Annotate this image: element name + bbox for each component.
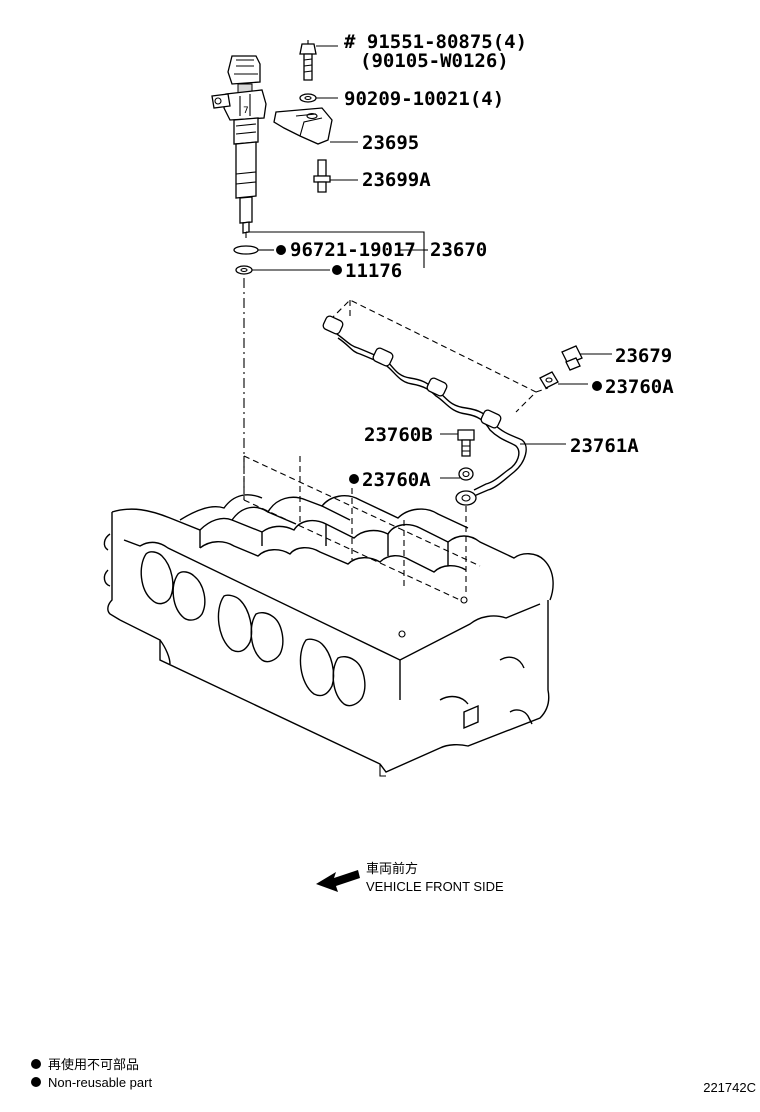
cylinder-head-illustration (103, 455, 554, 777)
part-label-23760a-mid: 23760A (362, 469, 431, 491)
svg-text:7: 7 (243, 106, 249, 116)
part-label-23760b: 23760B (364, 424, 433, 446)
part-label-90209: 90209-10021(4) (344, 88, 504, 110)
vehicle-front-label-en: VEHICLE FRONT SIDE (366, 879, 504, 894)
non-reusable-dot-icon (349, 474, 359, 484)
part-label-23699a: 23699A (362, 169, 431, 191)
legend-text-jp: 再使用不可部品 (48, 1057, 139, 1072)
front-direction-arrow-icon (316, 870, 360, 892)
banjo-bolt-illustration (457, 429, 475, 457)
union-bolt-illustration (561, 345, 583, 371)
gasket-illustration (539, 371, 559, 389)
part-label-91551: # 91551-80875(4) (344, 31, 527, 53)
part-label-23679: 23679 (615, 345, 672, 367)
bolt-illustration (299, 40, 338, 81)
part-label-23695: 23695 (362, 132, 419, 154)
clamp-illustration (273, 107, 333, 145)
non-reusable-dot-icon (592, 381, 602, 391)
legend-dot-icon (31, 1059, 41, 1069)
leak-off-pipe-illustration (322, 299, 537, 506)
figure-id: 221742C (703, 1080, 756, 1095)
part-label-23670: 23670 (430, 239, 487, 261)
o-ring-illustration (233, 245, 259, 255)
gasket-washer-illustration (235, 265, 253, 275)
part-label-23761a: 23761A (570, 435, 639, 457)
part-label-23760a-top: 23760A (605, 376, 674, 398)
non-reusable-dot-icon (276, 245, 286, 255)
legend-text-en: Non-reusable part (48, 1075, 152, 1090)
injector-illustration: 7 (211, 55, 267, 238)
washer-illustration (299, 93, 317, 103)
part-label-90105: (90105-W0126) (360, 50, 509, 72)
stud-illustration (313, 159, 331, 193)
part-label-96721: 96721-19017 (290, 239, 416, 261)
non-reusable-dot-icon (332, 265, 342, 275)
gasket-mid-illustration (458, 467, 474, 481)
vehicle-front-label-jp: 車両前方 (366, 861, 418, 876)
legend-dot-icon (31, 1077, 41, 1087)
part-label-11176: 11176 (345, 260, 402, 282)
